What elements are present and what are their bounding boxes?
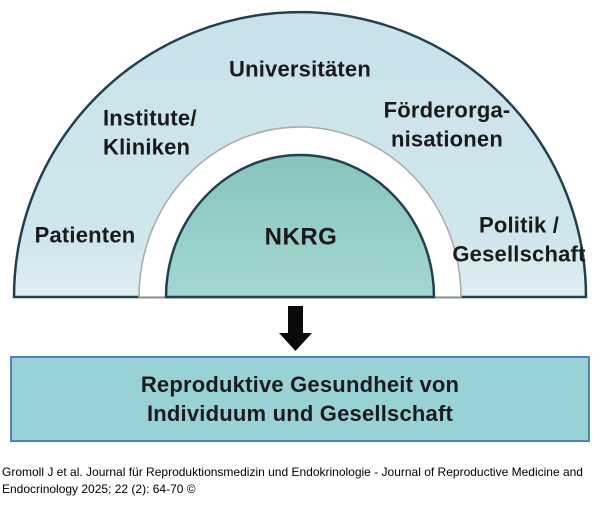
down-arrow-icon — [279, 306, 312, 351]
label-patienten: Patienten — [34, 222, 136, 248]
label-politik-gesellschaft: Politik / Gesellschaft — [452, 212, 586, 266]
label-universitaeten: Universitäten — [229, 56, 371, 82]
outcome-box: Reproduktive Gesundheit von Individuum u… — [10, 356, 590, 442]
inner-semicircle — [164, 153, 436, 299]
outcome-box-text: Reproduktive Gesundheit von Individuum u… — [140, 371, 460, 426]
label-foerderorganisationen: Förderorga- nisationen — [383, 97, 511, 151]
citation-caption: Gromoll J et al. Journal für Reproduktio… — [2, 465, 583, 496]
label-institute-kliniken: Institute/ Kliniken — [103, 105, 197, 159]
label-nkrg: NKRG — [264, 223, 338, 251]
